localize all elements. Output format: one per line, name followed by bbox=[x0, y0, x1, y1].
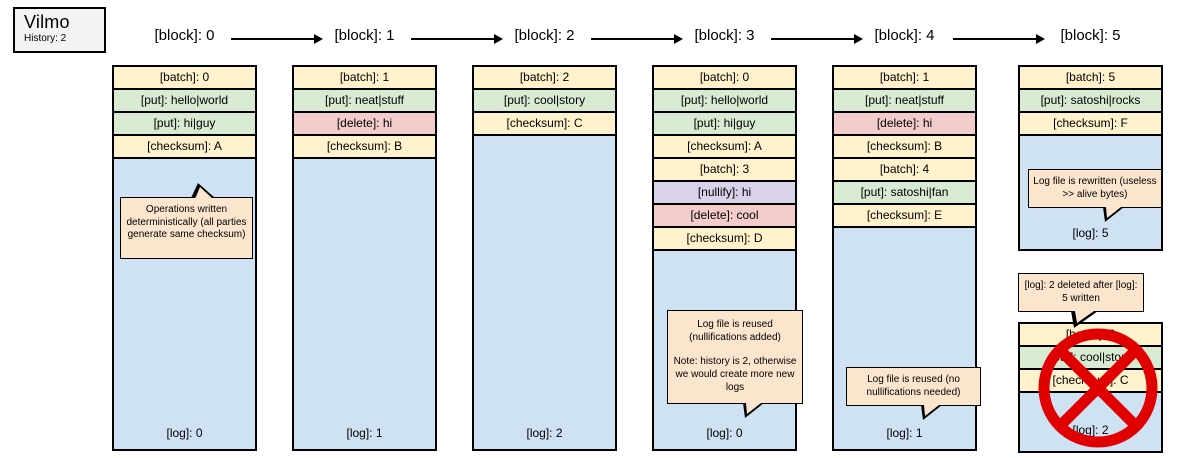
callout-text: Note: history is 2, otherwise we would c… bbox=[673, 356, 797, 393]
log-label: [log]: 1 bbox=[346, 426, 383, 440]
callout-determinism: Operations written deterministically (al… bbox=[120, 183, 253, 259]
log-file-area: [log]: 1 bbox=[294, 159, 435, 449]
op-row: [batch]: 0 bbox=[654, 67, 795, 90]
block-4-label: [block]: 4 bbox=[874, 27, 935, 44]
op-row: [batch]: 3 bbox=[654, 159, 795, 182]
op-row: [put]: hello|world bbox=[654, 90, 795, 113]
log-file-area: [log]: 2 bbox=[474, 136, 615, 449]
op-row: [batch]: 1 bbox=[294, 67, 435, 90]
log-label: [log]: 1 bbox=[886, 426, 923, 440]
callout-text: Log file is reused (no nullifications ne… bbox=[866, 374, 961, 398]
arrow-block1-block2-icon bbox=[411, 34, 503, 44]
callout-log-rewritten: Log file is rewritten (useless >> alive … bbox=[1028, 169, 1162, 223]
op-row: [checksum]: D bbox=[654, 228, 795, 251]
callout-log-reused-nullifications: Log file is reused (nullifications added… bbox=[667, 310, 803, 418]
prohibition-icon bbox=[1038, 328, 1158, 448]
op-row: [batch]: 0 bbox=[114, 67, 255, 90]
callout-text: Operations written deterministically (al… bbox=[126, 204, 247, 241]
block-2: [batch]: 2 [put]: cool|story [checksum]:… bbox=[472, 65, 617, 451]
log-label: [log]: 5 bbox=[1072, 226, 1109, 240]
op-row: [nullify]: hi bbox=[654, 182, 795, 205]
op-row: [delete]: hi bbox=[834, 113, 975, 136]
callout-text: [log]: 2 deleted after [log]: 5 written bbox=[1024, 280, 1138, 304]
log-file-area: [log]: 5 bbox=[1020, 136, 1161, 249]
op-row: [put]: satoshi|fan bbox=[834, 182, 975, 205]
callout-text: Log file is reused (nullifications added… bbox=[689, 319, 781, 343]
op-row: [put]: cool|story bbox=[474, 90, 615, 113]
op-row: [checksum]: E bbox=[834, 205, 975, 228]
block-3-label: [block]: 3 bbox=[694, 27, 755, 44]
op-row: [batch]: 4 bbox=[834, 159, 975, 182]
op-row: [put]: neat|stuff bbox=[294, 90, 435, 113]
log-file-area: [log]: 2 bbox=[1020, 393, 1161, 451]
log-label: [log]: 0 bbox=[706, 426, 743, 440]
op-row: [batch]: 2 bbox=[474, 67, 615, 90]
op-row: [batch]: 5 bbox=[1020, 67, 1161, 90]
op-row: [checksum]: B bbox=[834, 136, 975, 159]
arrow-block3-block4-icon bbox=[771, 34, 863, 44]
callout-text: Log file is rewritten (useless >> alive … bbox=[1033, 176, 1157, 200]
callout-log-reused-clean: Log file is reused (no nullifications ne… bbox=[846, 367, 981, 421]
block-5-label: [block]: 5 bbox=[1060, 27, 1121, 44]
op-row: [checksum]: A bbox=[654, 136, 795, 159]
op-row: [checksum]: F bbox=[1020, 113, 1161, 136]
app-name: Vilmo bbox=[24, 12, 70, 32]
op-row: [batch]: 1 bbox=[834, 67, 975, 90]
op-row: [put]: satoshi|rocks bbox=[1020, 90, 1161, 113]
log-label: [log]: 0 bbox=[166, 426, 203, 440]
log-file-area: [log]: 1 bbox=[834, 228, 975, 449]
log-file-area: [log]: 0 bbox=[114, 159, 255, 449]
op-row: [checksum]: A bbox=[114, 136, 255, 159]
op-row: [put]: hi|guy bbox=[114, 113, 255, 136]
block-5: [batch]: 5 [put]: satoshi|rocks [checksu… bbox=[1018, 65, 1163, 251]
op-row: [delete]: cool bbox=[654, 205, 795, 228]
log-label: [log]: 2 bbox=[1072, 423, 1109, 437]
op-row: [checksum]: C bbox=[474, 113, 615, 136]
arrow-block0-block1-icon bbox=[231, 34, 323, 44]
block-0-label: [block]: 0 bbox=[154, 27, 215, 44]
history-setting: History: 2 bbox=[24, 33, 67, 44]
op-row: [put]: hi|guy bbox=[654, 113, 795, 136]
block-1: [batch]: 1 [put]: neat|stuff [delete]: h… bbox=[292, 65, 437, 451]
op-row: [put]: neat|stuff bbox=[834, 90, 975, 113]
block-1-label: [block]: 1 bbox=[334, 27, 395, 44]
block-2-label: [block]: 2 bbox=[514, 27, 575, 44]
op-row: [delete]: hi bbox=[294, 113, 435, 136]
callout-log-deleted: [log]: 2 deleted after [log]: 5 written bbox=[1018, 273, 1144, 329]
op-row: [checksum]: B bbox=[294, 136, 435, 159]
log-label: [log]: 2 bbox=[526, 426, 563, 440]
arrow-block2-block3-icon bbox=[591, 34, 683, 44]
log-file-area: [log]: 0 bbox=[654, 251, 795, 449]
vilmo-title-box: Vilmo History: 2 bbox=[13, 7, 106, 53]
op-row: [put]: hello|world bbox=[114, 90, 255, 113]
arrow-block4-block5-icon bbox=[953, 34, 1045, 44]
